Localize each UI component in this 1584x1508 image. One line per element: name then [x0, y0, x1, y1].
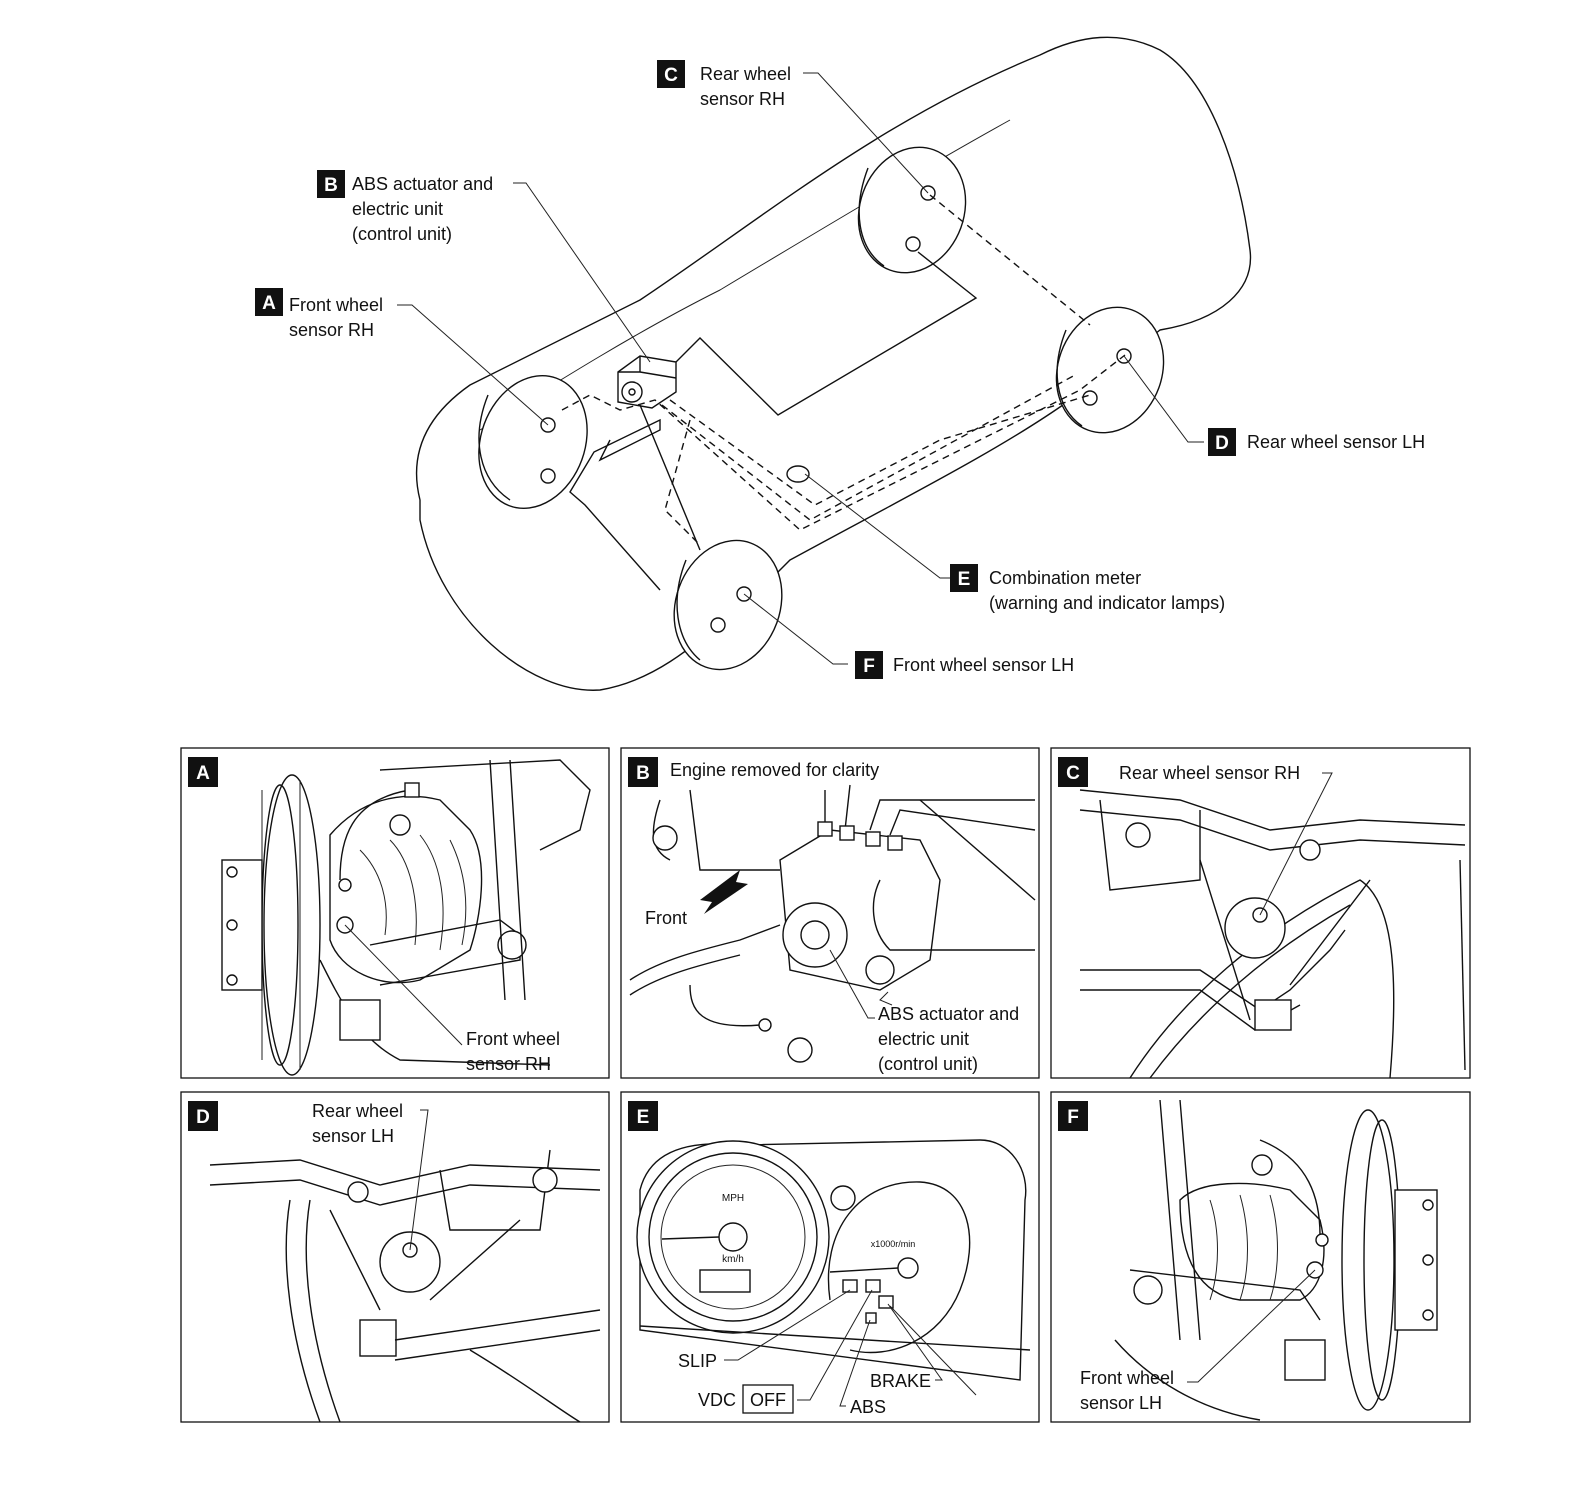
panel-c-drawing: [1079, 789, 1466, 1079]
panel-d-leader: [409, 1109, 429, 1251]
harness-line-4: [929, 194, 1091, 326]
callout-c: C Rear wheel sensor RH: [657, 60, 791, 109]
panel-e-abs: ABS: [850, 1397, 886, 1417]
panel-b-label1: ABS actuator and: [878, 1004, 1019, 1024]
callout-a-line2: sensor RH: [289, 320, 374, 340]
panel-e-leader-brake: [887, 1303, 977, 1396]
panel-a-label1: Front wheel: [466, 1029, 560, 1049]
callout-f-line1: Front wheel sensor LH: [893, 655, 1074, 675]
panel-c: C Rear wheel sensor RH: [1050, 747, 1471, 1079]
panel-b-front: Front: [645, 908, 687, 928]
leader-d: [1123, 355, 1204, 443]
callout-e-line1: Combination meter: [989, 568, 1141, 588]
panel-a: A Front wheel sensor RH: [180, 747, 610, 1079]
leader-c: [803, 72, 929, 194]
callout-d-tag: D: [1215, 433, 1229, 454]
callout-c-line2: sensor RH: [700, 89, 785, 109]
rear-rh-wheel: [857, 146, 967, 274]
callout-a-line1: Front wheel: [289, 295, 383, 315]
panel-d: D Rear wheel sensor LH: [180, 1091, 610, 1423]
front-lh-wheel: [673, 539, 783, 671]
panel-f-label2: sensor LH: [1080, 1393, 1162, 1413]
front-rh-wheel: [478, 374, 588, 510]
callout-e: E Combination meter (warning and indicat…: [950, 564, 1225, 613]
brake-line: [675, 251, 978, 416]
callout-f-tag: F: [863, 656, 875, 677]
panel-a-leader: [344, 924, 463, 1046]
panel-e-brake: BRAKE: [870, 1371, 931, 1391]
panel-d-label2: sensor LH: [312, 1126, 394, 1146]
harness-line-1: [561, 354, 1126, 531]
panel-e-rpm: x1000r/min: [871, 1239, 916, 1249]
callout-a-tag: A: [262, 293, 276, 314]
brake-line-lh: [639, 404, 701, 551]
panel-e-kmh: km/h: [722, 1254, 744, 1265]
panel-e-tag: E: [637, 1107, 650, 1128]
harness-line-5: [664, 419, 701, 546]
panel-c-label1: Rear wheel sensor RH: [1119, 763, 1300, 783]
panel-e: E MPH km/h x1000r/min SLIP VDC: [620, 1091, 1040, 1423]
callout-d-line1: Rear wheel sensor LH: [1247, 432, 1425, 452]
car-body-outline: [415, 36, 1252, 691]
panel-c-leader: [1259, 772, 1333, 916]
panel-d-drawing: [209, 1149, 601, 1423]
leader-e: [804, 473, 950, 579]
callout-b-line1: ABS actuator and: [352, 174, 493, 194]
panel-f: F Front wheel sensor LH: [1050, 1091, 1471, 1423]
callout-b-line2: electric unit: [352, 199, 443, 219]
panel-b-title: Engine removed for clarity: [670, 760, 879, 780]
callout-b-line3: (control unit): [352, 224, 452, 244]
callout-c-tag: C: [664, 65, 678, 86]
callout-f: F Front wheel sensor LH: [855, 651, 1074, 679]
harness-line-3: [669, 394, 1091, 506]
panel-e-drawing: MPH km/h x1000r/min: [636, 1139, 1031, 1381]
panel-b-front-arrow: [700, 870, 748, 914]
callout-a: A Front wheel sensor RH: [255, 288, 383, 340]
panel-e-leader-slip: [724, 1289, 851, 1361]
panel-b-leader: [829, 949, 875, 1019]
panel-e-leader-abs: [839, 1319, 871, 1407]
callout-d: D Rear wheel sensor LH: [1208, 428, 1425, 456]
rear-lh-wheel: [1055, 306, 1165, 434]
panel-f-drawing: [1114, 1099, 1438, 1421]
panel-c-tag: C: [1066, 763, 1080, 784]
callout-b: B ABS actuator and electric unit (contro…: [317, 170, 493, 244]
abs-actuator-unit: [617, 355, 677, 409]
combination-meter-unit: [786, 465, 810, 483]
panel-d-label1: Rear wheel: [312, 1101, 403, 1121]
leader-a: [397, 304, 549, 426]
callout-e-tag: E: [958, 569, 971, 590]
leader-f: [743, 593, 848, 665]
panel-a-label2: sensor RH: [466, 1054, 551, 1074]
callout-e-line2: (warning and indicator lamps): [989, 593, 1225, 613]
panel-e-off: OFF: [750, 1390, 786, 1410]
panel-a-tag: A: [196, 763, 210, 784]
panel-e-vdc: VDC: [698, 1390, 736, 1410]
panel-b-label2: electric unit: [878, 1029, 969, 1049]
leader-b: [513, 182, 651, 363]
car-overview: [397, 36, 1252, 691]
panel-b: B Engine removed for clarity Front AB: [620, 747, 1040, 1079]
panel-e-mph: MPH: [722, 1193, 744, 1204]
panel-b-tag: B: [636, 763, 650, 784]
panel-e-leader-vdc: [797, 1289, 873, 1401]
panel-d-tag: D: [196, 1107, 210, 1128]
panel-f-leader: [1187, 1269, 1316, 1383]
panel-e-slip: SLIP: [678, 1351, 717, 1371]
panel-f-label1: Front wheel: [1080, 1368, 1174, 1388]
panel-b-label3: (control unit): [878, 1054, 978, 1074]
harness-line-2: [661, 374, 1076, 521]
panel-f-tag: F: [1067, 1107, 1079, 1128]
callout-b-tag: B: [324, 175, 338, 196]
brake-line-front: [569, 418, 661, 591]
callout-c-line1: Rear wheel: [700, 64, 791, 84]
